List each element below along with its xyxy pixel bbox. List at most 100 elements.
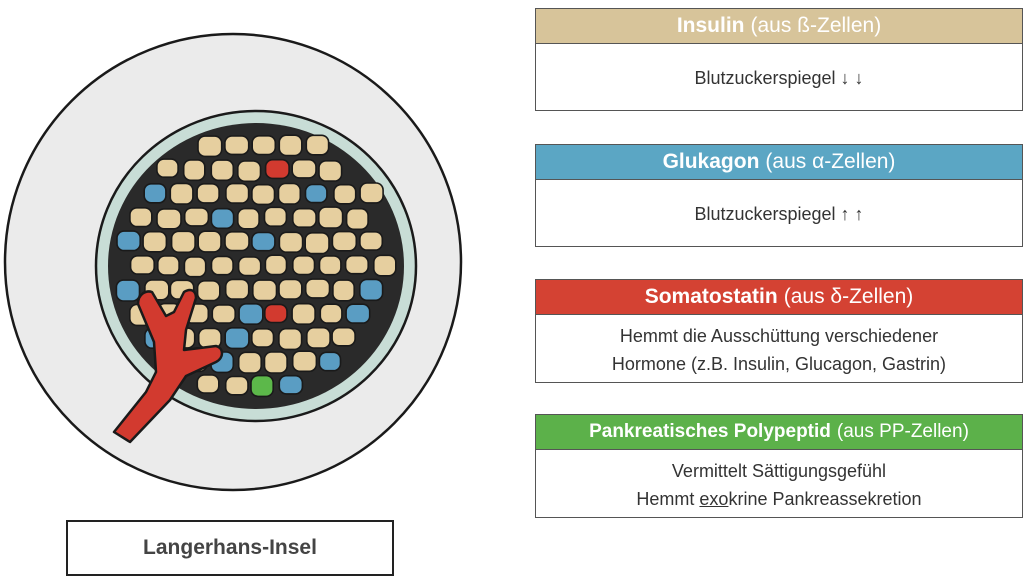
alpha-cell <box>251 231 276 252</box>
effect-line: Hormone (z.B. Insulin, Glucagon, Gastrin… <box>611 353 947 374</box>
beta-cell <box>331 326 356 347</box>
beta-cell <box>332 279 355 302</box>
alpha-cell <box>358 278 384 302</box>
beta-cell <box>197 230 222 253</box>
beta-cell <box>319 303 343 324</box>
beta-cell <box>304 232 330 255</box>
beta-cell <box>197 135 223 158</box>
hormone-source: (aus δ-Zellen) <box>783 285 914 308</box>
beta-cell <box>170 230 196 254</box>
alpha-cell <box>345 303 371 324</box>
beta-cell <box>224 375 249 396</box>
hormone-card-pankreatisches-polypeptid: Pankreatisches Polypeptid (aus PP-Zellen… <box>535 414 1023 518</box>
effect-text: krine Pankreassekretion <box>728 488 922 509</box>
hormone-card-glukagon: Glukagon (aus α-Zellen) Blutzuckerspiege… <box>535 144 1023 247</box>
effect-text: Hemmt <box>636 488 700 509</box>
langerhans-islet-illustration <box>3 32 463 492</box>
beta-cell <box>237 256 262 277</box>
hormone-name: Somatostatin <box>644 285 778 308</box>
islet-label: Langerhans-Insel <box>66 520 394 576</box>
beta-cell <box>291 255 316 276</box>
beta-cell <box>183 207 210 227</box>
hormone-header: Insulin (aus ß-Zellen) <box>536 9 1022 44</box>
hormone-effect: Blutzuckerspiegel ↑ ↑ <box>536 180 1022 248</box>
alpha-cell <box>210 207 235 230</box>
beta-cell <box>224 135 250 156</box>
beta-cell <box>318 160 343 182</box>
hormone-header: Glukagon (aus α-Zellen) <box>536 145 1022 180</box>
beta-cell <box>263 351 288 374</box>
beta-cell <box>345 207 369 231</box>
islet-cells <box>115 134 397 398</box>
delta-cell <box>263 303 288 324</box>
beta-cell <box>225 182 250 204</box>
hormone-effect: Blutzuckerspiegel ↓ ↓ <box>536 44 1022 112</box>
beta-cell <box>251 135 277 156</box>
beta-cell <box>210 159 235 182</box>
beta-cell <box>129 255 156 275</box>
hormone-header: Somatostatin (aus δ-Zellen) <box>536 280 1022 315</box>
effect-line: Vermittelt Sättigungsgefühl <box>671 460 887 481</box>
beta-cell <box>183 256 207 278</box>
hormone-source: (aus PP-Zellen) <box>836 421 969 442</box>
effect-line: Hemmt die Ausschüttung verschiedener <box>619 325 939 346</box>
beta-cell <box>278 327 303 351</box>
hormone-card-somatostatin: Somatostatin (aus δ-Zellen) Hemmt die Au… <box>535 279 1023 383</box>
beta-cell <box>318 255 342 276</box>
beta-cell <box>224 231 250 252</box>
beta-cell <box>251 327 275 348</box>
beta-cell <box>196 279 221 302</box>
beta-cell <box>210 255 234 276</box>
beta-cell <box>291 302 316 326</box>
beta-cell <box>251 183 276 206</box>
beta-cell <box>331 230 358 252</box>
beta-cell <box>317 206 344 229</box>
beta-cell <box>304 278 331 299</box>
beta-cell <box>142 230 168 253</box>
beta-cell <box>196 374 220 394</box>
beta-cell <box>157 255 180 276</box>
hormone-name: Glukagon <box>662 150 760 173</box>
beta-cell <box>333 183 357 205</box>
hormone-source: (aus α-Zellen) <box>765 150 896 173</box>
hormone-card-insulin: Insulin (aus ß-Zellen) Blutzuckerspiegel… <box>535 8 1023 111</box>
beta-cell <box>237 160 262 183</box>
delta-cell <box>264 158 290 180</box>
alpha-cell <box>304 183 328 204</box>
alpha-cell <box>116 230 142 252</box>
hormone-name: Insulin <box>676 14 745 37</box>
beta-cell <box>156 208 182 230</box>
beta-cell <box>169 182 194 205</box>
beta-cell <box>344 254 370 275</box>
beta-cell <box>278 134 303 157</box>
blood-vessel <box>112 288 224 444</box>
beta-cell <box>182 159 206 182</box>
beta-cell <box>291 207 317 228</box>
beta-cell <box>359 182 384 204</box>
beta-cell <box>291 158 317 179</box>
alpha-cell <box>278 374 304 395</box>
beta-cell <box>277 182 302 205</box>
alpha-cell <box>318 351 342 372</box>
effect-line: Blutzuckerspiegel ↑ ↑ <box>694 204 864 224</box>
alpha-cell <box>224 326 250 350</box>
beta-cell <box>197 327 222 349</box>
beta-cell <box>129 207 153 228</box>
beta-cell <box>305 134 330 156</box>
beta-cell <box>211 304 237 324</box>
beta-cell <box>359 231 384 251</box>
beta-cell <box>156 158 179 179</box>
hormone-effect: Vermittelt Sättigungsgefühl Hemmt exokri… <box>536 450 1022 519</box>
beta-cell <box>224 278 250 300</box>
effect-line: Blutzuckerspiegel ↓ ↓ <box>694 68 864 88</box>
hormone-effect: Hemmt die Ausschüttung verschiedener Hor… <box>536 315 1022 384</box>
effect-line: Hemmt exokrine Pankreassekretion <box>636 485 921 513</box>
beta-cell <box>372 254 397 277</box>
alpha-cell <box>238 302 264 325</box>
beta-cell <box>291 350 318 373</box>
beta-cell <box>237 207 260 230</box>
hormone-source: (aus ß-Zellen) <box>750 14 882 37</box>
alpha-cell <box>115 279 141 302</box>
beta-cell <box>278 278 303 300</box>
hormone-header: Pankreatisches Polypeptid (aus PP-Zellen… <box>536 415 1022 450</box>
